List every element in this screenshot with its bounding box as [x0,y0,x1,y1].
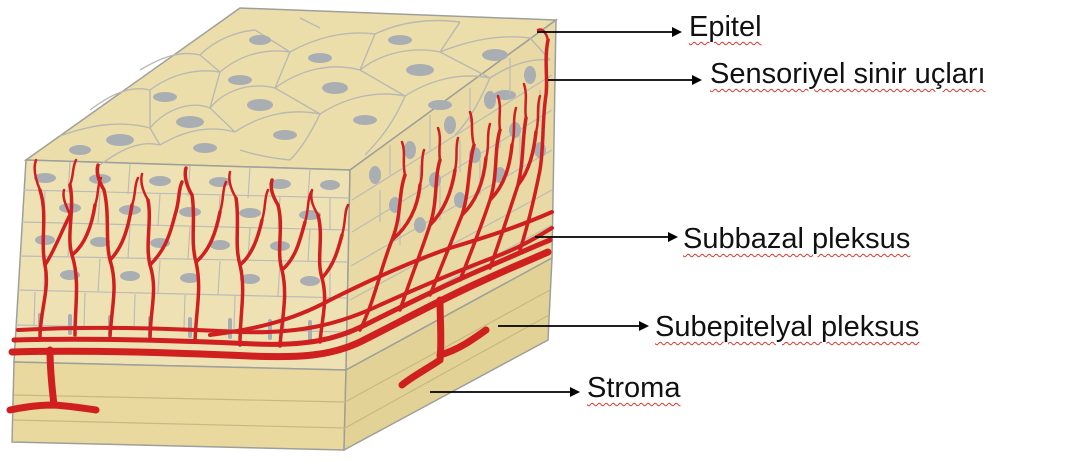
label-subepithelial-plexus: Subepitelyal pleksus [655,313,919,342]
label-epitel: Epitel [689,13,762,42]
label-sensory-nerve-endings: Sensoriyel sinir uçları [710,60,986,89]
label-stroma: Stroma [587,374,680,403]
label-subbasal-plexus: Subbazal pleksus [683,225,910,254]
